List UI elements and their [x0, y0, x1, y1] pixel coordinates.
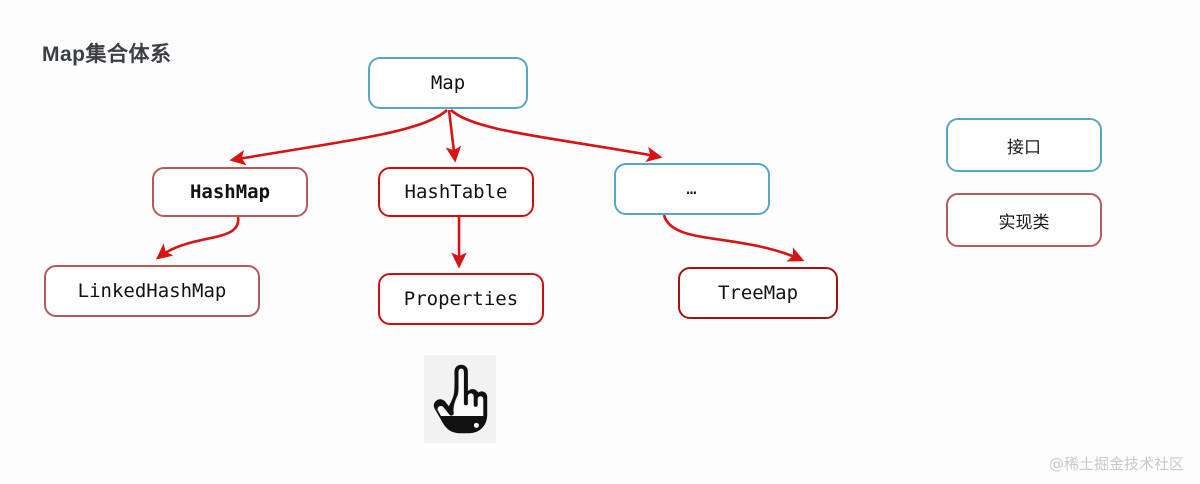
node-linkedhashmap-label: LinkedHashMap [77, 280, 227, 302]
cursor-chip [424, 355, 496, 443]
node-ellipsis-label: … [686, 179, 698, 199]
node-hashmap-label: HashMap [189, 181, 271, 203]
legend-item-interface: 接口 [946, 118, 1102, 172]
node-treemap[interactable]: TreeMap [678, 267, 838, 319]
watermark: @稀土掘金技术社区 [1048, 455, 1184, 473]
node-map-label: Map [430, 72, 466, 94]
edge-map-hashmap [229, 109, 448, 166]
edge-hashmap-linkedhashmap [155, 216, 240, 260]
legend-implementation-label: 实现类 [998, 212, 1050, 233]
legend-interface-label: 接口 [1007, 137, 1041, 158]
edge-map-ellipsis [450, 109, 663, 163]
node-ellipsis[interactable]: … [614, 163, 770, 215]
node-linkedhashmap[interactable]: LinkedHashMap [44, 265, 260, 317]
pointing-hand-cursor-icon [433, 364, 488, 434]
node-properties[interactable]: Properties [378, 273, 544, 325]
node-hashmap[interactable]: HashMap [152, 167, 308, 217]
edge-ellipsis-treemap [662, 214, 805, 262]
page-title: Map集合体系 [42, 43, 172, 66]
legend-item-implementation: 实现类 [946, 193, 1102, 247]
node-map[interactable]: Map [368, 57, 528, 109]
node-hashtable[interactable]: HashTable [378, 167, 534, 217]
node-hashtable-label: HashTable [404, 181, 508, 203]
node-properties-label: Properties [403, 288, 519, 310]
node-treemap-label: TreeMap [717, 282, 799, 304]
edge-map-hashtable [445, 109, 462, 163]
